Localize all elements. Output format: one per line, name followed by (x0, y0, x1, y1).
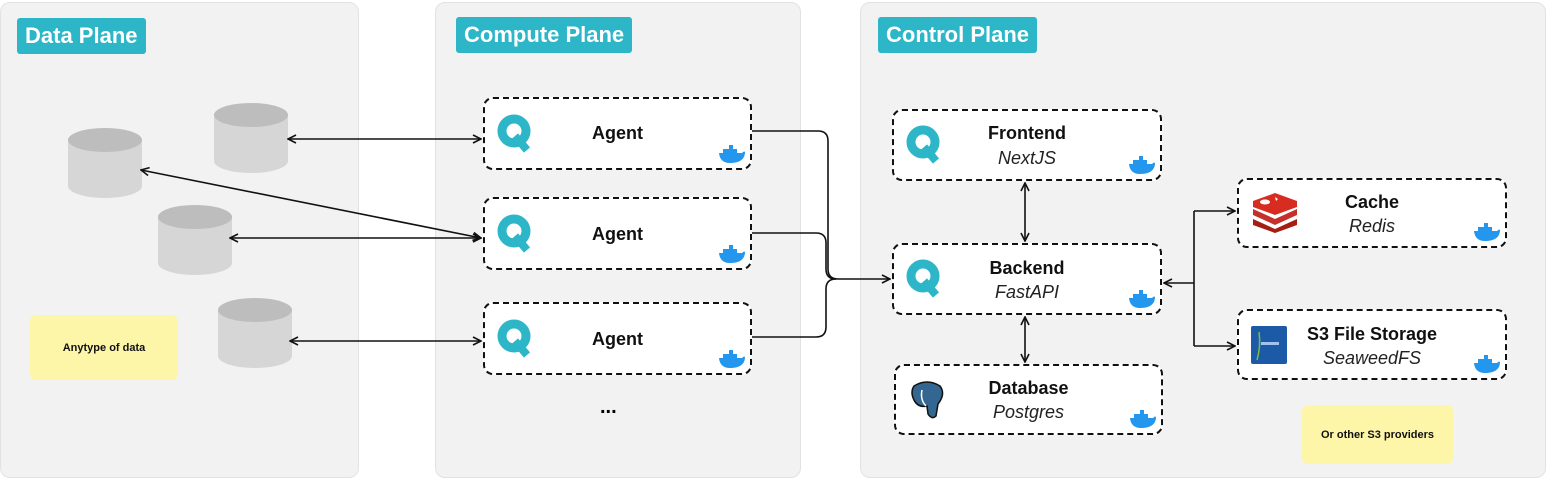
database-subtitle: Postgres (992, 402, 1065, 422)
docker-icon (1129, 156, 1155, 174)
storage-subtitle: SeaweedFS (1322, 348, 1422, 368)
cache-box[interactable]: Cache Redis (1237, 178, 1507, 248)
backend-box[interactable]: Backend FastAPI (892, 243, 1162, 315)
storage-title: S3 File Storage (1306, 324, 1438, 344)
more-agents-ellipsis: ... (600, 396, 617, 418)
database-cylinder-icon (68, 128, 142, 198)
compute-plane-label: Compute Plane (456, 17, 633, 53)
q-logo-icon (497, 214, 531, 253)
frontend-box[interactable]: Frontend NextJS (892, 109, 1162, 181)
line-agent1-backend (752, 130, 890, 279)
docker-icon (719, 145, 745, 163)
docker-icon (719, 245, 745, 263)
docker-icon (719, 350, 745, 368)
control-plane-label: Control Plane (878, 17, 1038, 53)
agent-label: Agent (592, 224, 643, 244)
agent-box[interactable]: Agent (483, 302, 752, 375)
storage-box[interactable]: S3 File Storage SeaweedFS (1237, 309, 1507, 380)
database-title: Database (988, 378, 1069, 398)
note-data-text: Anytype of data (62, 341, 146, 354)
redis-icon (1253, 193, 1297, 233)
seaweedfs-icon (1251, 325, 1287, 364)
docker-icon (1474, 223, 1500, 241)
q-logo-icon (906, 259, 940, 298)
frontend-title: Frontend (988, 123, 1066, 143)
arrow-data-agent2a (141, 170, 481, 238)
note-storage: Or other S3 providers (1302, 405, 1453, 464)
backend-subtitle: FastAPI (994, 282, 1060, 302)
database-cylinder-icon (214, 103, 288, 173)
note-storage-text: Or other S3 providers (1320, 428, 1435, 441)
database-cylinder-icon (218, 298, 292, 368)
agent-box[interactable]: Agent (483, 97, 752, 170)
database-cylinder-icon (158, 205, 232, 275)
frontend-subtitle: NextJS (997, 148, 1057, 168)
q-logo-icon (906, 125, 940, 164)
q-logo-icon (497, 319, 531, 358)
data-plane-label: Data Plane (17, 18, 146, 54)
docker-icon (1129, 290, 1155, 308)
docker-icon (1474, 355, 1500, 373)
agent-label: Agent (592, 123, 643, 143)
docker-icon (1130, 410, 1156, 428)
q-logo-icon (497, 114, 531, 153)
postgres-elephant-icon (911, 380, 944, 418)
database-box[interactable]: Database Postgres (894, 364, 1163, 435)
cache-subtitle: Redis (1348, 216, 1396, 236)
cache-title: Cache (1344, 192, 1400, 212)
agent-box[interactable]: Agent (483, 197, 752, 270)
note-data: Anytype of data (30, 315, 178, 380)
agent-label: Agent (592, 329, 643, 349)
backend-title: Backend (989, 258, 1065, 278)
